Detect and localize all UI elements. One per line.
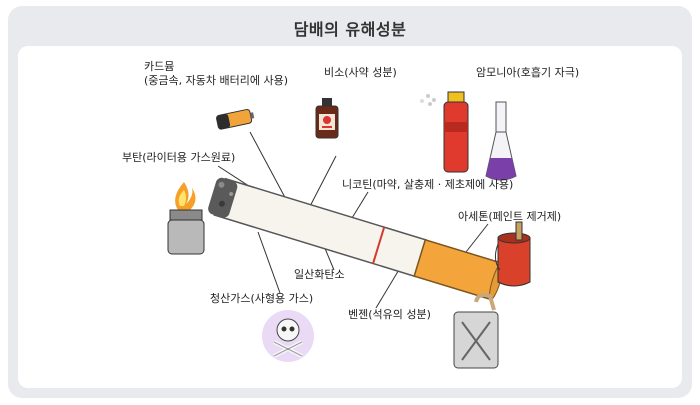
- page-title: 담배의 유해성분: [293, 20, 407, 39]
- diagram-frame: 담배의 유해성분: [8, 6, 692, 398]
- label-butane: 부탄(라이터용 가스원료): [122, 151, 236, 164]
- cigarette-icon: [208, 177, 504, 301]
- label-benzene: 벤젠(석유의 성분): [348, 308, 431, 321]
- skull-icon: [262, 310, 314, 362]
- diagram-art: [167, 91, 531, 369]
- spray-can-icon: [420, 91, 469, 173]
- poison-bottle-icon: [315, 98, 339, 139]
- leader-acetone: [465, 223, 489, 253]
- leader-hydrogen-cyanide: [257, 231, 281, 294]
- flask-icon: [485, 101, 517, 181]
- label-nicotine: 니코틴(마약, 살충제 · 제초제에 사용): [342, 178, 514, 191]
- diagram-panel: 카드뮴 (중금속, 자동차 배터리에 사용) 비소(사약 성분) 암모니아(호흡…: [18, 46, 682, 388]
- paint-can-icon: [494, 221, 531, 287]
- label-hydrogen-cyanide: 청산가스(사형용 가스): [210, 292, 314, 305]
- leader-carbon-monoxide: [323, 245, 335, 271]
- label-cadmium-desc: (중금속, 자동차 배터리에 사용): [144, 74, 289, 87]
- label-arsenic: 비소(사약 성분): [324, 66, 397, 79]
- label-carbon-monoxide: 일산화탄소: [294, 268, 345, 281]
- battery-icon: [216, 108, 255, 130]
- label-cadmium: 카드뮴: [144, 60, 175, 73]
- lighter-icon: [167, 182, 205, 255]
- label-ammonia: 암모니아(호흡기 자극): [476, 66, 580, 79]
- jerrycan-icon: [453, 292, 499, 369]
- label-acetone: 아세톤(페인트 제거제): [458, 210, 562, 223]
